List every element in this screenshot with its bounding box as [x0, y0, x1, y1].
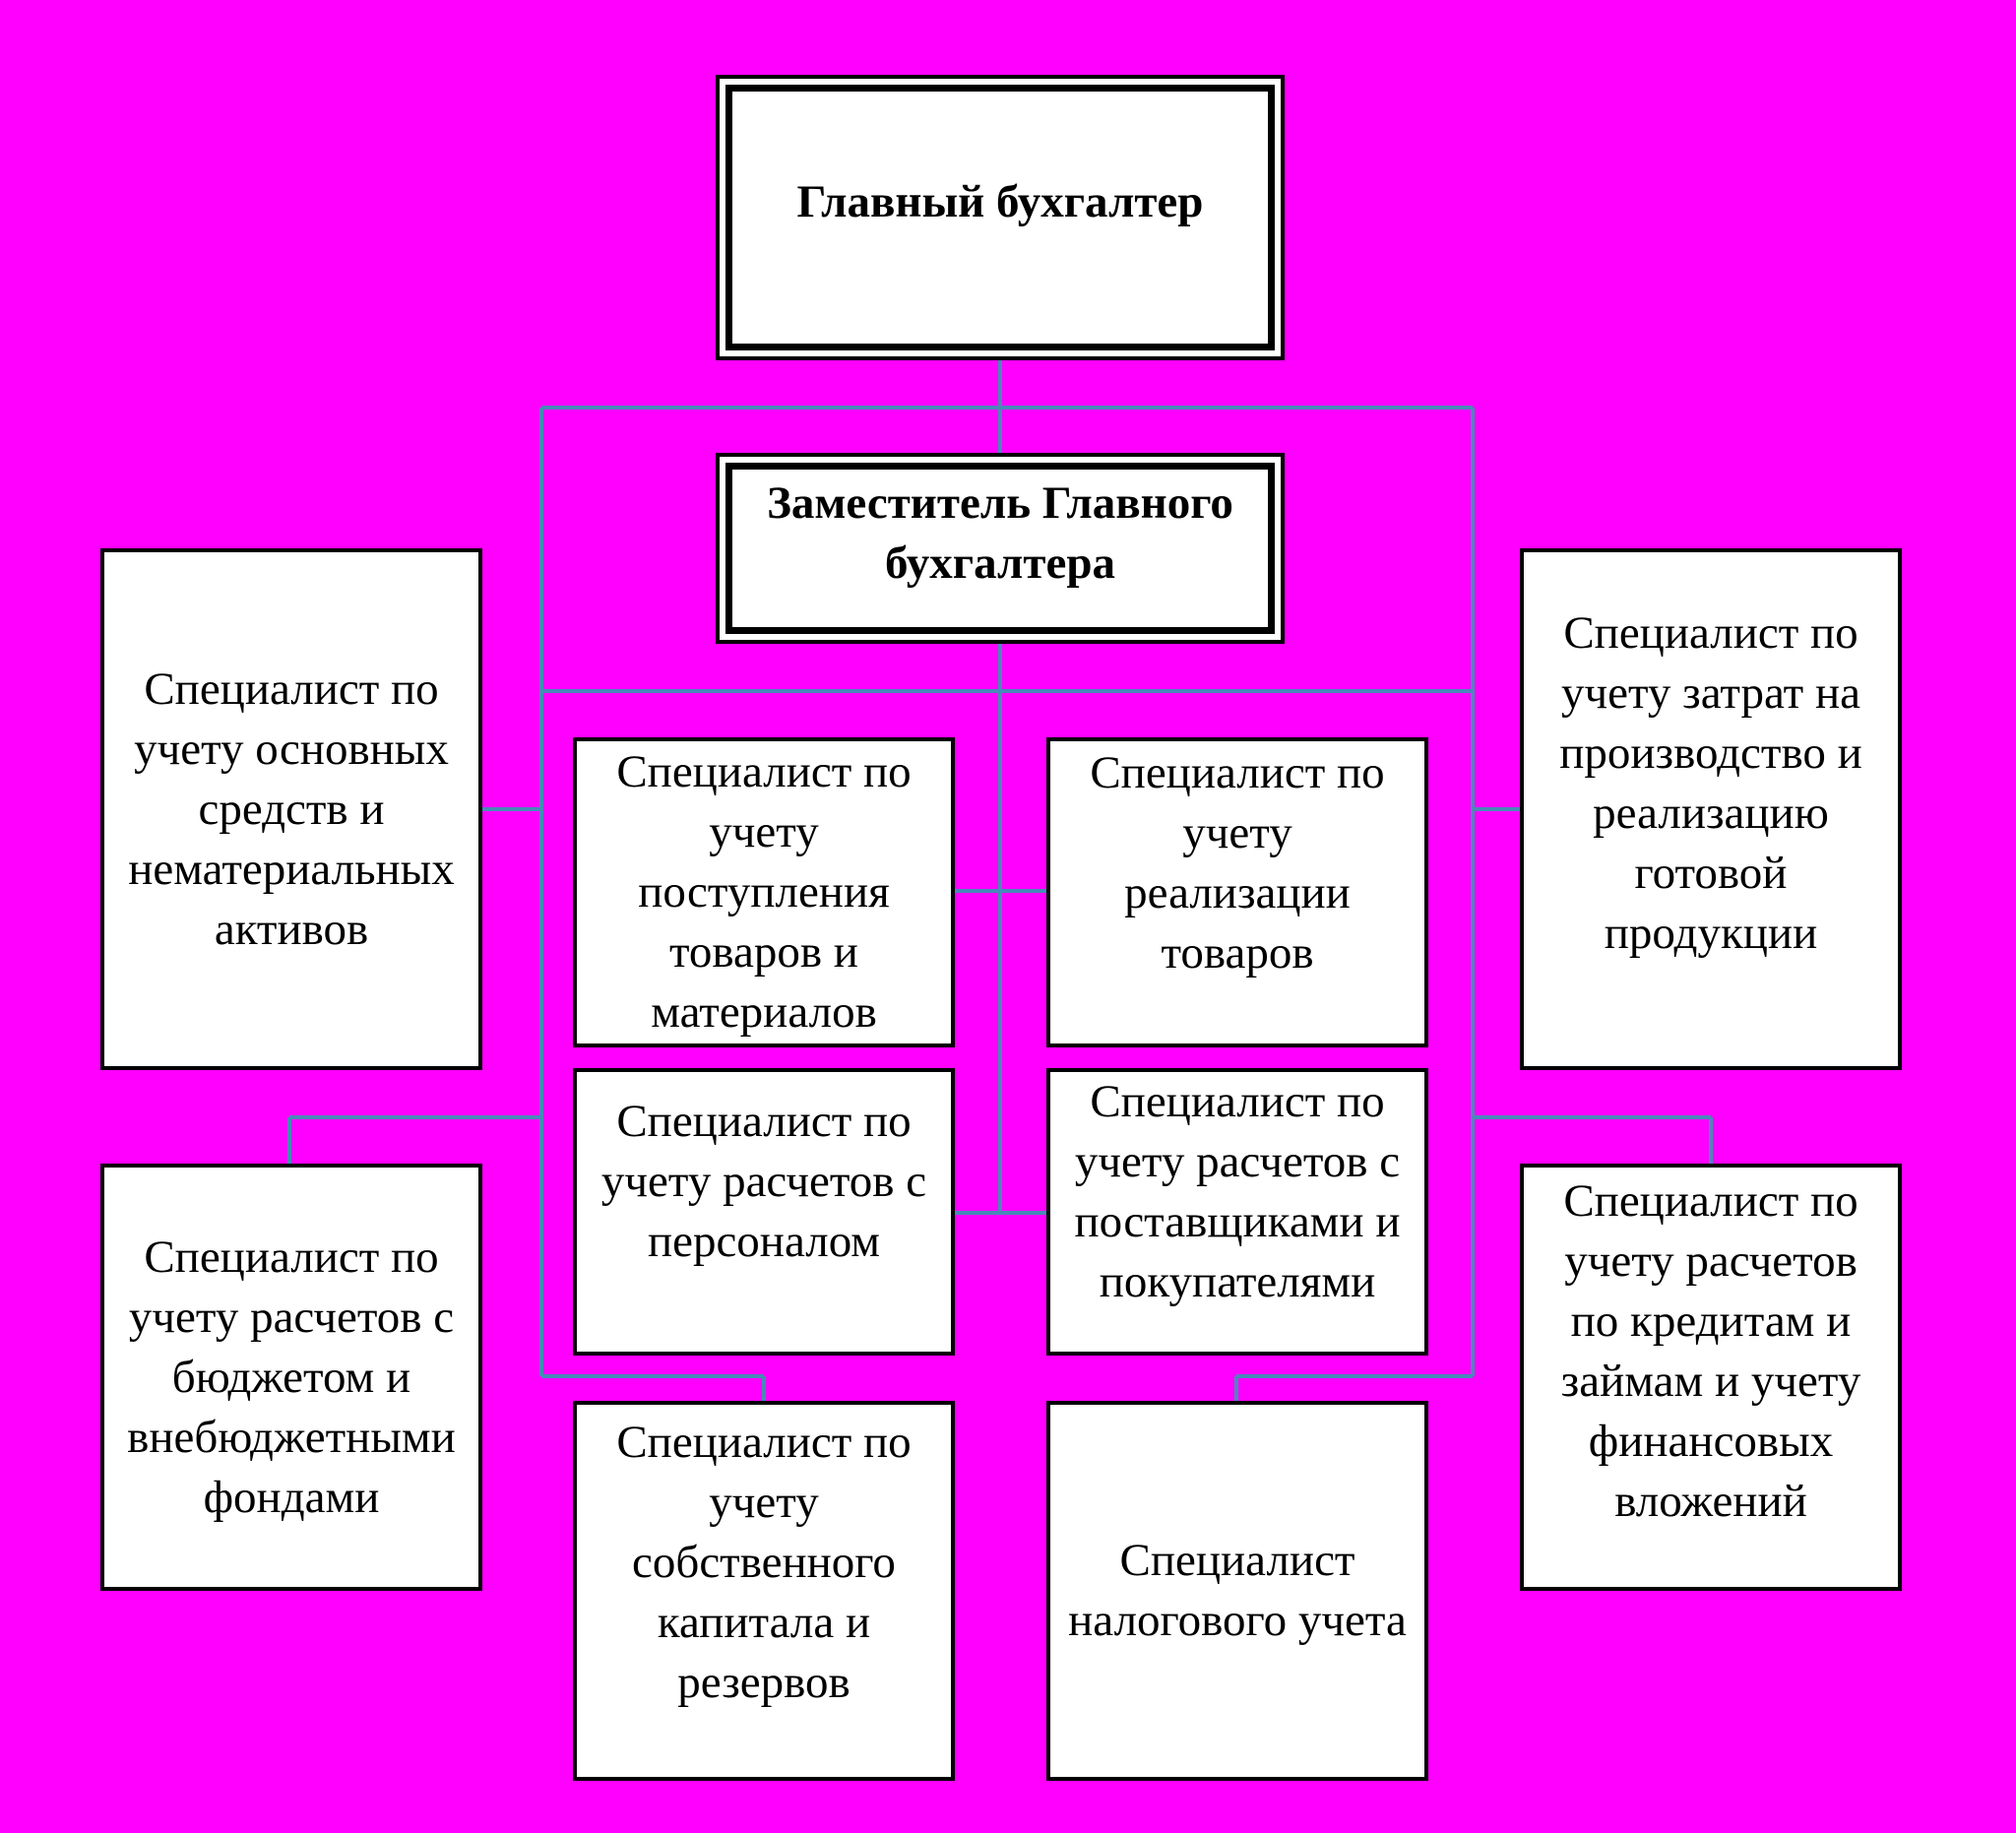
production-costs-specialist-label: Специалист по учету затрат на производст… — [1559, 607, 1862, 959]
sales-specialist-label: Специалист по учету реализации товаров — [1090, 747, 1385, 979]
tax-accounting-specialist-box: Специалист налогового учета — [1046, 1401, 1428, 1781]
receipts-specialist-label: Специалист по учету поступления товаров … — [616, 746, 912, 1038]
budget-settlements-specialist-label: Специалист по учету расчетов с бюджетом … — [127, 1231, 456, 1523]
production-costs-specialist-box: Специалист по учету затрат на производст… — [1520, 548, 1902, 1070]
chief-accountant-box: Главный бухгалтер — [716, 75, 1285, 360]
fixed-assets-specialist-box: Специалист по учету основных средств и н… — [100, 548, 482, 1070]
equity-specialist-box: Специалист по учету собственного капитал… — [573, 1401, 955, 1781]
sales-specialist-box: Специалист по учету реализации товаров — [1046, 737, 1428, 1047]
personnel-settlements-specialist-box: Специалист по учету расчетов с персонало… — [573, 1068, 955, 1356]
fixed-assets-specialist-label: Специалист по учету основных средств и н… — [128, 663, 455, 955]
credits-loans-specialist-box: Специалист по учету расчетов по кредитам… — [1520, 1164, 1902, 1591]
chief-accountant-label: Главный бухгалтер — [796, 176, 1204, 227]
receipts-specialist-box: Специалист по учету поступления товаров … — [573, 737, 955, 1047]
tax-accounting-specialist-label: Специалист налогового учета — [1068, 1535, 1407, 1646]
equity-specialist-label: Специалист по учету собственного капитал… — [616, 1417, 912, 1708]
supplier-settlements-specialist-label: Специалист по учету расчетов с поставщик… — [1074, 1076, 1401, 1307]
supplier-settlements-specialist-box: Специалист по учету расчетов с поставщик… — [1046, 1068, 1428, 1356]
deputy-chief-accountant-label: Заместитель Главного бухгалтера — [767, 477, 1233, 589]
personnel-settlements-specialist-label: Специалист по учету расчетов с персонало… — [600, 1096, 927, 1267]
budget-settlements-specialist-box: Специалист по учету расчетов с бюджетом … — [100, 1164, 482, 1591]
credits-loans-specialist-label: Специалист по учету расчетов по кредитам… — [1560, 1175, 1861, 1527]
deputy-chief-accountant-box: Заместитель Главного бухгалтера — [716, 453, 1285, 644]
